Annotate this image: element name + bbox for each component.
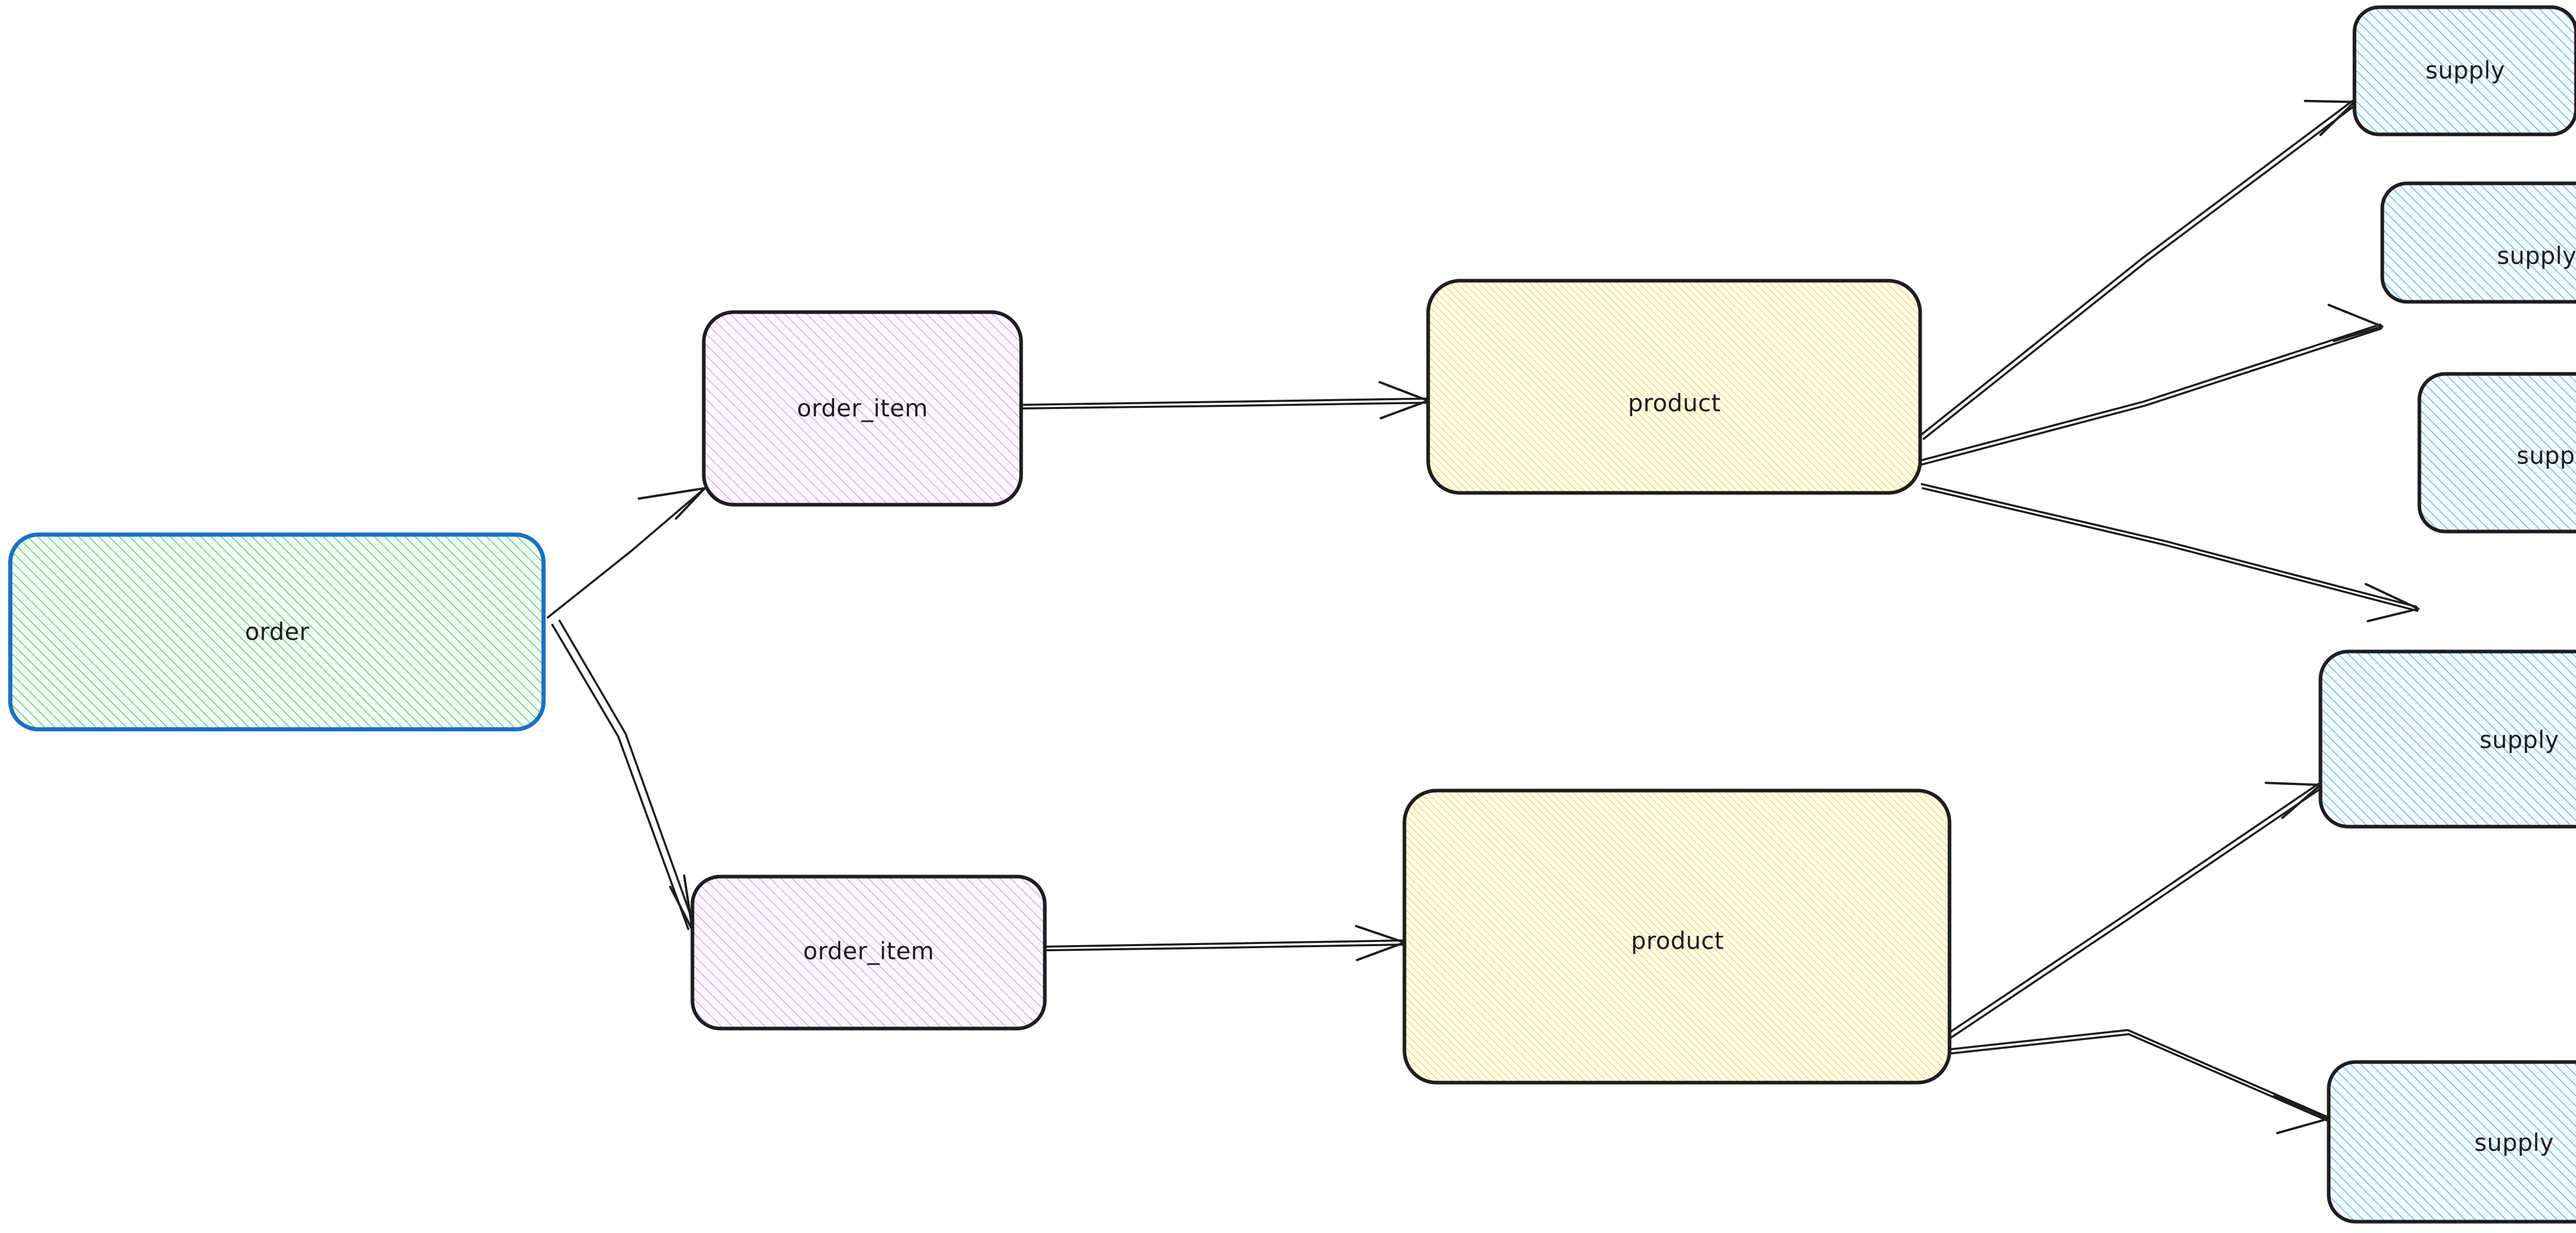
node-supply-1[interactable]: supply (2352, 5, 2576, 136)
node-order-item-2-label: order_item (803, 937, 935, 965)
node-product-2[interactable]: product (1402, 789, 1952, 1085)
node-order-item-1-label: order_item (797, 395, 928, 422)
node-supply-3-label: supply (2517, 442, 2576, 470)
node-supply-3-shape (2417, 372, 2576, 534)
edge-layer (547, 99, 2420, 1135)
edge-product-2-to-supply-4[interactable] (1935, 781, 2323, 1047)
edge-order-item-1-to-product-1[interactable] (1022, 381, 1430, 420)
edge-order-to-order-item-1[interactable] (547, 487, 706, 619)
node-layer: order order_item order_item product (8, 5, 2576, 1224)
node-order-item-1[interactable]: order_item (702, 310, 1023, 507)
node-order[interactable]: order (8, 533, 546, 731)
edge-order-to-order-item-2[interactable] (551, 620, 696, 932)
edge-product-2-to-supply-5[interactable] (1936, 1029, 2330, 1135)
node-supply-5-label: supply (2475, 1129, 2554, 1157)
node-supply-5-shape (2327, 1060, 2576, 1224)
edge-product-1-to-supply-2[interactable] (1920, 303, 2384, 466)
node-supply-1-label: supply (2426, 57, 2505, 84)
edge-product-1-to-supply-1[interactable] (1920, 99, 2357, 440)
node-product-1-shape (1426, 279, 1922, 495)
node-supply-2-shape (2380, 181, 2576, 304)
node-supply-2-label: supply (2497, 242, 2576, 270)
node-supply-2[interactable]: supply (2380, 181, 2576, 304)
node-supply-1-shape (2352, 5, 2576, 136)
node-order-label: order (245, 618, 309, 646)
node-product-1-label: product (1628, 389, 1721, 417)
node-order-item-2-shape (690, 875, 1047, 1031)
node-product-2-shape (1402, 789, 1952, 1085)
edge-order-item-2-to-product-2[interactable] (1046, 924, 1406, 962)
node-supply-3[interactable]: supply (2417, 372, 2576, 534)
node-order-item-2[interactable]: order_item (690, 875, 1047, 1031)
node-product-1[interactable]: product (1426, 279, 1922, 495)
edge-product-1-to-supply-3[interactable] (1921, 483, 2420, 623)
node-supply-5[interactable]: supply (2327, 1060, 2576, 1224)
node-supply-4-shape (2318, 649, 2576, 829)
node-order-shape (8, 533, 546, 731)
node-supply-4[interactable]: supply (2318, 649, 2576, 829)
node-supply-4-label: supply (2480, 726, 2560, 754)
node-product-2-label: product (1631, 927, 1724, 955)
node-order-item-1-shape (702, 310, 1023, 507)
